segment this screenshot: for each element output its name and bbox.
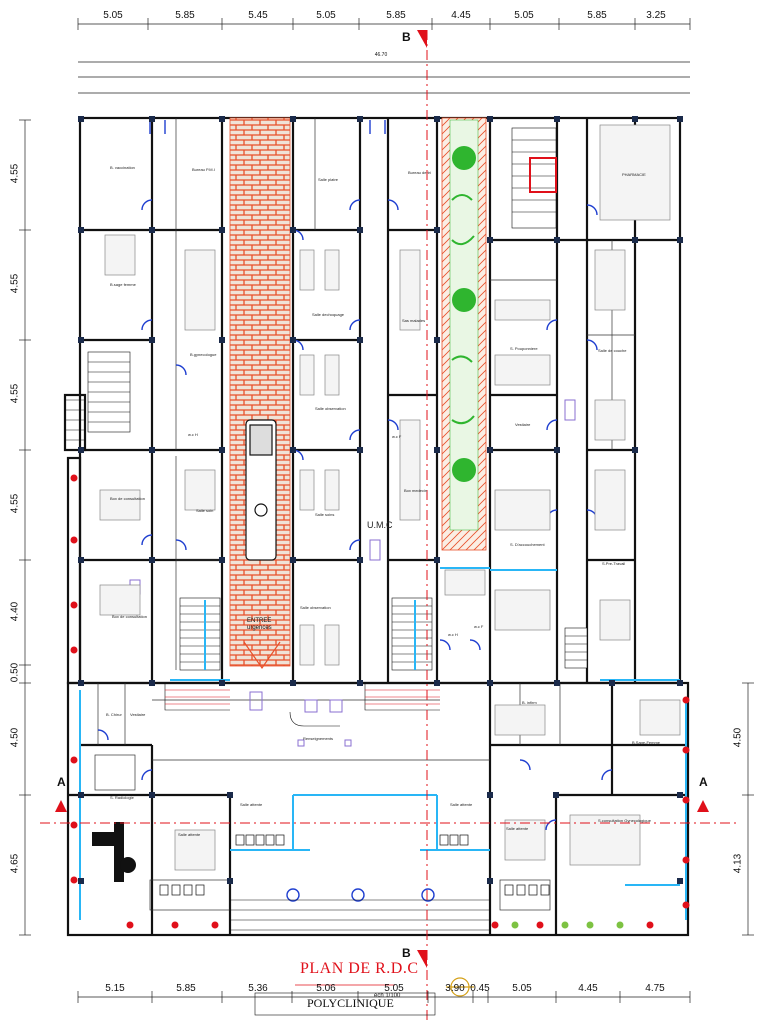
room-label-pouponniere: S. Pouponniere: [510, 346, 538, 351]
dim-left-label: 4.55: [9, 163, 21, 184]
dim-top-label: 5.05: [103, 10, 123, 21]
dim-left-label: 4.40: [9, 601, 21, 622]
dim-bottom-label: 0.45: [470, 983, 490, 994]
dim-top-total: 46.70: [374, 52, 388, 58]
plan-subtitle: POLYCLINIQUE: [307, 996, 394, 1010]
room-label-vestiaire: Vestiaire: [515, 422, 531, 427]
entry-label-line-2: urgences: [247, 625, 272, 631]
dim-left-label: 4.55: [9, 383, 21, 404]
room-label-attente1: Salle attente: [240, 802, 263, 807]
dim-right-label: 4.50: [732, 727, 744, 748]
dim-right-label: 4.13: [732, 853, 744, 874]
section-lines: [40, 30, 740, 1024]
room-label-salle-soins2: Salle soins: [315, 512, 335, 517]
room-label-b-sage-femme2: B.Sage-Femme: [632, 740, 661, 745]
dim-top-label: 5.85: [386, 10, 406, 21]
subtitle-frame: [254, 992, 436, 1016]
room-label-dechoquage: Salle dechoquage: [312, 312, 345, 317]
plan-scale: ech 1/100: [374, 993, 401, 999]
room-label-vestiaire2: Vestiaire: [130, 712, 146, 717]
dim-left-label: 4.50: [9, 727, 21, 748]
room-label-pharmacie: PHARMACIE: [622, 172, 646, 177]
dim-bottom-label: 5.06: [316, 983, 336, 994]
room-label-box-medecin: Box medecin: [404, 488, 428, 493]
entry-label: ENTREE urgences: [247, 618, 272, 632]
dim-left-label: 4.55: [9, 273, 21, 294]
dim-top-label: 5.85: [175, 10, 195, 21]
dim-bottom-label: 5.05: [384, 983, 404, 994]
dim-bottom-label: 4.45: [578, 983, 598, 994]
room-label-renseignements: Renseignements: [303, 736, 334, 741]
building-walls: [63, 116, 690, 937]
room-label-wc3: w.c H: [448, 632, 458, 637]
dim-bottom-label: 5.85: [176, 983, 196, 994]
planters: [70, 474, 690, 929]
axis-marker-bottom: [446, 977, 474, 997]
equipment: [99, 124, 681, 871]
dim-bottom-label: 5.05: [512, 983, 532, 994]
room-label-accouchement: S. D'accouchement: [510, 542, 545, 547]
dim-top-label: 4.45: [451, 10, 471, 21]
ambulance-icon: [245, 419, 277, 561]
dim-left-label: 4.55: [9, 493, 21, 514]
dim-top-label: 5.05: [514, 10, 534, 21]
entrance-steps: [164, 683, 491, 935]
bottom-dimension-lines: [77, 991, 691, 1003]
room-label-bureau-top: Bureau P.M.I: [192, 167, 215, 172]
room-label-observation2: Salle observation: [300, 605, 331, 610]
room-label-vaccination: B. vaccination: [110, 165, 135, 170]
section-a-left: A: [57, 775, 66, 789]
room-label-observation1: Salle observation: [315, 406, 346, 411]
section-b-top: B: [402, 30, 411, 44]
dim-left-label: 0.50: [9, 662, 21, 683]
room-label-sas-malades: Sas malades: [402, 318, 426, 323]
room-label-radiologie: S. Radiologie: [110, 795, 134, 800]
dim-bottom-label: 3.90: [445, 983, 465, 994]
furniture: [129, 399, 576, 747]
room-label-gynecologue: B.gynecologue: [190, 352, 217, 357]
dim-top-label: 5.05: [316, 10, 336, 21]
dim-top-label: 5.45: [248, 10, 268, 21]
room-label-wc1: w.c H: [188, 432, 198, 437]
section-markers: [55, 30, 709, 968]
entry-label-line-1: ENTREE: [247, 618, 272, 624]
room-label-consult1: Box de consultation: [110, 496, 145, 501]
dim-bottom-label: 4.75: [645, 983, 665, 994]
dim-left-label: 4.65: [9, 853, 21, 874]
left-dimension-lines: [19, 119, 754, 936]
dim-top-label: 3.25: [646, 10, 666, 21]
room-label-salle-soin1: Salle soin: [196, 508, 214, 513]
dim-bottom-label: 5.15: [105, 983, 125, 994]
room-label-salle-platre: Salle platre: [318, 177, 339, 182]
section-b-bottom: B: [402, 946, 411, 960]
room-label-attente4: Salle attente: [506, 826, 529, 831]
dim-top-label: 5.85: [587, 10, 607, 21]
room-label-bureau-tri: Bureau de tri: [408, 170, 431, 175]
patio-garden: [441, 117, 487, 551]
room-label-salle-couche: Salle de couche: [598, 348, 627, 353]
room-label-sage-femme: B.sage femme: [110, 282, 136, 287]
interior-partitions: [94, 118, 635, 911]
radiology-machine-icon: [92, 822, 136, 882]
room-label-attente2: Salle attente: [178, 832, 201, 837]
entrance-corridor: [229, 117, 291, 667]
section-a-right: A: [699, 775, 708, 789]
room-label-chirurgien: B. Chirur: [106, 712, 122, 717]
staircases: [66, 127, 588, 671]
room-label-consultation: S.consultation Gynecologique: [598, 818, 651, 823]
plan-title: PLAN DE R.D.C: [300, 960, 419, 977]
top-dimension-lines: [77, 18, 691, 94]
room-label-wc4: w.c F: [474, 624, 484, 629]
room-label-wc2: w.c F: [392, 434, 402, 439]
entry-arrow: [243, 641, 281, 670]
room-label-consult2: Box de consultation: [112, 614, 147, 619]
structural-columns: [78, 116, 683, 884]
umc-label: U.M.C: [367, 520, 393, 530]
room-label-pre-travail: S.Pre-Travail: [602, 561, 626, 566]
room-label-attente3: Salle attente: [450, 802, 473, 807]
room-label-b-infirmier: B. infirm: [522, 700, 537, 705]
dim-bottom-label: 5.36: [248, 983, 268, 994]
waiting-chairs: [159, 834, 550, 896]
